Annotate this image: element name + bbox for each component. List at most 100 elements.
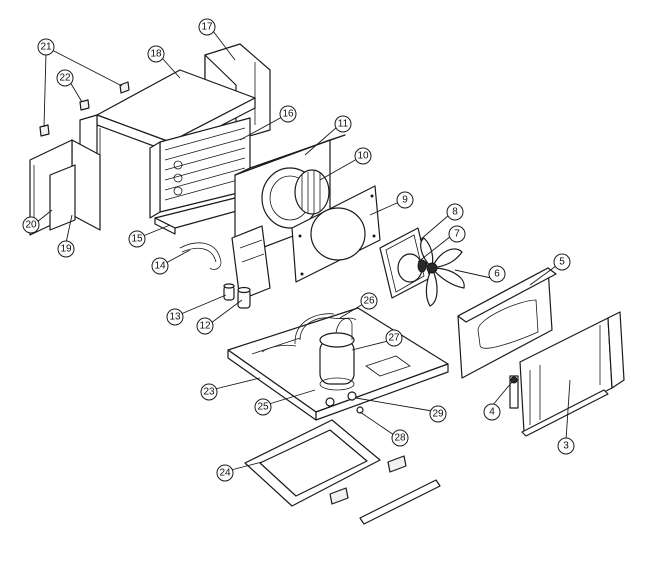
callout-circle bbox=[553, 253, 571, 271]
callout-number: 20 bbox=[25, 220, 37, 231]
callout-20: 20 bbox=[22, 216, 40, 234]
callout-circle bbox=[385, 329, 403, 347]
callout-number: 17 bbox=[201, 22, 213, 33]
callout-23: 23 bbox=[200, 383, 218, 401]
callout-10: 10 bbox=[354, 147, 372, 165]
callout-number: 21 bbox=[40, 42, 52, 53]
part-16-condenser-coil bbox=[149, 117, 251, 219]
part-28-29-fittings bbox=[325, 391, 364, 414]
callout-17: 17 bbox=[198, 18, 216, 36]
callout-number: 22 bbox=[59, 73, 71, 84]
callout-number: 27 bbox=[388, 333, 400, 344]
callout-number: 28 bbox=[394, 433, 406, 444]
callout-number: 23 bbox=[203, 387, 215, 398]
callout-number: 19 bbox=[60, 244, 72, 255]
callout-4: 4 bbox=[483, 403, 501, 421]
callout-8: 8 bbox=[446, 203, 464, 221]
part-5-front-frame bbox=[457, 267, 557, 379]
callout-24: 24 bbox=[216, 464, 234, 482]
callout-number: 5 bbox=[559, 257, 565, 268]
callout-circle bbox=[446, 203, 464, 221]
callout-number: 4 bbox=[489, 407, 495, 418]
part-13-capacitor bbox=[223, 283, 235, 301]
callout-18: 18 bbox=[147, 45, 165, 63]
callout-27: 27 bbox=[385, 329, 403, 347]
callout-22: 22 bbox=[56, 69, 74, 87]
callout-9: 9 bbox=[396, 191, 414, 209]
callout-number: 9 bbox=[402, 195, 408, 206]
callout-number: 6 bbox=[494, 269, 500, 280]
part-bottom-strip-right bbox=[521, 389, 609, 437]
part-18-top-cover bbox=[79, 69, 256, 166]
part-7-fan-motor bbox=[397, 253, 427, 283]
callout-circle bbox=[166, 308, 184, 326]
callout-circle bbox=[56, 69, 74, 87]
callout-number: 18 bbox=[150, 49, 162, 60]
part-control-bracket bbox=[231, 225, 271, 301]
callout-7: 7 bbox=[448, 225, 466, 243]
callout-circle bbox=[448, 225, 466, 243]
callout-number: 8 bbox=[452, 207, 458, 218]
callout-19: 19 bbox=[57, 240, 75, 258]
callout-number: 7 bbox=[454, 229, 460, 240]
callout-number: 3 bbox=[563, 441, 569, 452]
callout-number: 10 bbox=[357, 151, 369, 162]
callout-number: 24 bbox=[219, 468, 231, 479]
callout-circle bbox=[360, 292, 378, 310]
callout-circle bbox=[279, 105, 297, 123]
callout-circle bbox=[354, 147, 372, 165]
callout-5: 5 bbox=[553, 253, 571, 271]
callout-circle bbox=[429, 405, 447, 423]
callout-circle bbox=[200, 383, 218, 401]
callout-3: 3 bbox=[557, 437, 575, 455]
callout-circle bbox=[198, 18, 216, 36]
callout-circle bbox=[334, 115, 352, 133]
part-4-sensor-bracket bbox=[509, 375, 519, 409]
callout-circle bbox=[147, 45, 165, 63]
callout-circle bbox=[37, 38, 55, 56]
part-19-side-panel bbox=[29, 139, 101, 236]
callout-circle bbox=[22, 216, 40, 234]
callout-12: 12 bbox=[196, 317, 214, 335]
callout-number: 29 bbox=[432, 409, 444, 420]
part-10-blower-wheel bbox=[294, 169, 330, 215]
callout-number: 15 bbox=[131, 234, 143, 245]
callout-circle bbox=[216, 464, 234, 482]
callout-28: 28 bbox=[391, 429, 409, 447]
callout-number: 25 bbox=[257, 402, 269, 413]
part-6-fan-blade bbox=[420, 237, 465, 307]
part-12-capacitor bbox=[237, 286, 251, 309]
callout-labels: 3 4 5 6 7 8 9 10 11 12 13 14 15 16 17 18 19 20 21 22 23 24 25 2… bbox=[22, 18, 575, 482]
callout-circle bbox=[128, 230, 146, 248]
callout-number: 26 bbox=[363, 296, 375, 307]
callout-21: 21 bbox=[37, 38, 55, 56]
part-26-tubing bbox=[261, 313, 357, 353]
callout-circle bbox=[483, 403, 501, 421]
callout-26: 26 bbox=[360, 292, 378, 310]
callout-circle bbox=[57, 240, 75, 258]
callout-circle bbox=[254, 398, 272, 416]
callout-circle bbox=[196, 317, 214, 335]
callout-11: 11 bbox=[334, 115, 352, 133]
callout-circle bbox=[488, 265, 506, 283]
callout-13: 13 bbox=[166, 308, 184, 326]
callout-number: 13 bbox=[169, 312, 181, 323]
callout-number: 14 bbox=[154, 261, 166, 272]
callout-25: 25 bbox=[254, 398, 272, 416]
callout-14: 14 bbox=[151, 257, 169, 275]
callout-number: 11 bbox=[338, 119, 349, 130]
callout-circle bbox=[557, 437, 575, 455]
part-27-compressor bbox=[319, 318, 355, 391]
part-3-evaporator-coil bbox=[519, 311, 625, 433]
callout-15: 15 bbox=[128, 230, 146, 248]
part-24-base-gasket bbox=[244, 419, 381, 507]
callout-number: 12 bbox=[199, 321, 211, 332]
callout-number: 16 bbox=[282, 109, 294, 120]
part-9-shroud-plate bbox=[291, 185, 381, 283]
callout-leaders bbox=[36, 30, 571, 471]
callout-16: 16 bbox=[279, 105, 297, 123]
callout-6: 6 bbox=[488, 265, 506, 283]
callout-circle bbox=[151, 257, 169, 275]
